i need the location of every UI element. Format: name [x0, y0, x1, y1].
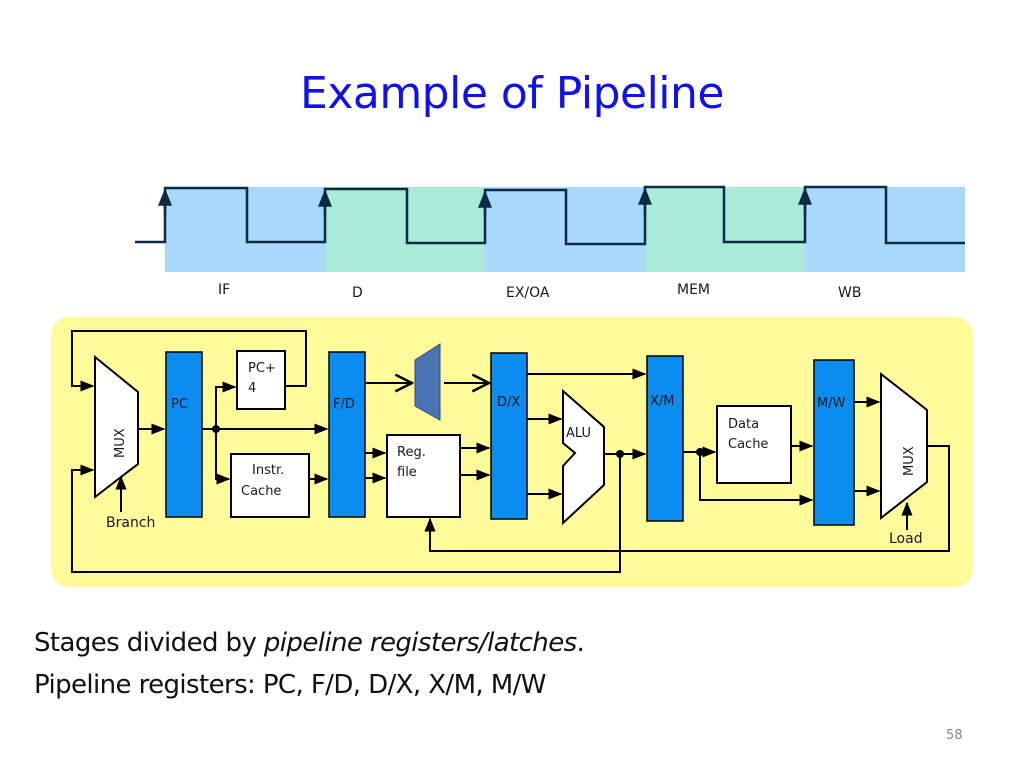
alu-label: ALU	[566, 426, 591, 441]
wire-pc-to-icache	[215, 429, 231, 485]
junction-dot	[212, 425, 220, 433]
pc-plus-4-label-2: 4	[248, 381, 256, 396]
mux-left-label: MUX	[113, 428, 128, 458]
stage-label-if: IF	[218, 282, 230, 298]
pc-plus-4-block	[236, 350, 286, 410]
stage-label-wb: WB	[838, 285, 861, 301]
stage-label-ex: EX/OA	[506, 285, 550, 301]
load-label: Load	[889, 531, 923, 547]
junction-dot	[616, 450, 624, 458]
wires	[71, 330, 950, 573]
clock-diagram: IF D EX/OA MEM WB	[135, 185, 965, 301]
register-xm-label: X/M	[650, 394, 675, 409]
stage-band-d	[325, 187, 485, 272]
register-mw	[813, 359, 855, 526]
register-fd-label: F/D	[333, 397, 355, 412]
stage-label-d: D	[352, 285, 363, 301]
reg-file-label-2: file	[397, 465, 417, 480]
register-dx-label: D/X	[497, 395, 520, 410]
wire-alu-to-mux-branch	[71, 454, 621, 573]
register-pc	[165, 351, 203, 518]
caption-line-2: Pipeline registers: PC, F/D, D/X, X/M, M…	[34, 670, 546, 700]
wire-writeback	[424, 445, 950, 552]
register-pc-label: PC	[171, 397, 188, 412]
reg-file-label: Reg.	[397, 445, 426, 460]
datapath: MUX PC PC+ 4 Instr. Cache F/D Reg. file …	[51, 317, 973, 587]
data-cache-label: Data	[728, 417, 759, 432]
mux-right-label: MUX	[902, 446, 917, 476]
slide-title: Example of Pipeline	[300, 68, 724, 119]
junction-dot	[696, 448, 704, 456]
wire-xm-to-mw	[699, 452, 814, 506]
mux-right	[880, 371, 928, 521]
branch-label: Branch	[106, 515, 155, 531]
register-dx	[490, 352, 528, 520]
caption-text: Stages divided by	[34, 628, 264, 658]
page-number: 58	[946, 728, 963, 743]
data-cache-block	[716, 405, 792, 484]
register-mw-label: M/W	[817, 396, 846, 411]
instr-cache-label-2: Cache	[241, 484, 281, 499]
caption-line-1: Stages divided by pipeline registers/lat…	[34, 628, 585, 658]
wire-pc4-feedback	[71, 330, 307, 392]
pc-plus-4-label: PC+	[248, 361, 276, 376]
stage-band-if	[165, 187, 325, 272]
register-xm	[646, 355, 684, 522]
stage-label-mem: MEM	[677, 282, 710, 298]
wire-pc-to-pc4	[215, 381, 237, 429]
instr-cache-label: Instr.	[252, 463, 284, 478]
alu	[562, 388, 605, 526]
reg-file-block	[386, 434, 461, 518]
instr-cache-block	[230, 453, 310, 518]
caption-period: .	[576, 628, 585, 658]
data-cache-label-2: Cache	[728, 437, 768, 452]
sign-extend-unit	[414, 343, 441, 421]
mux-left	[94, 354, 139, 500]
caption-emphasis: pipeline registers/latches	[263, 628, 577, 658]
register-fd	[328, 351, 366, 518]
